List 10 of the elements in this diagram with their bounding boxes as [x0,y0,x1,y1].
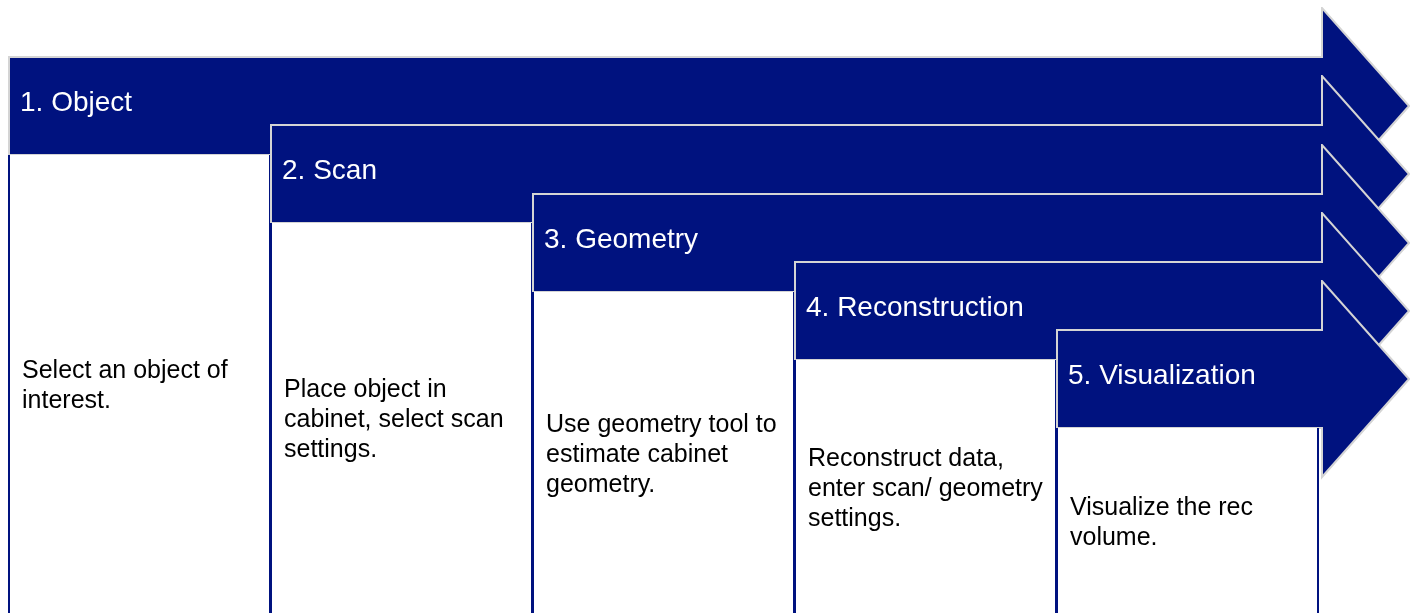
step-description: Reconstruct data, enter scan/ geometry settings. [808,441,1043,532]
step-description: Use geometry tool to estimate cabinet geometry. [546,407,778,498]
step-title: 3. Geometry [544,222,699,256]
step-description: Select an object of interest. [22,354,229,414]
step-description: Place object in cabinet, select scan settings. [284,373,505,463]
step-description: Visualize the rec volume. [1070,490,1254,551]
step-title: 4. Reconstruction [806,290,1024,324]
step-title: 1. Object [20,85,133,119]
step-title: 2. Scan [282,153,377,187]
step-title: 5. Visualization [1068,358,1256,392]
